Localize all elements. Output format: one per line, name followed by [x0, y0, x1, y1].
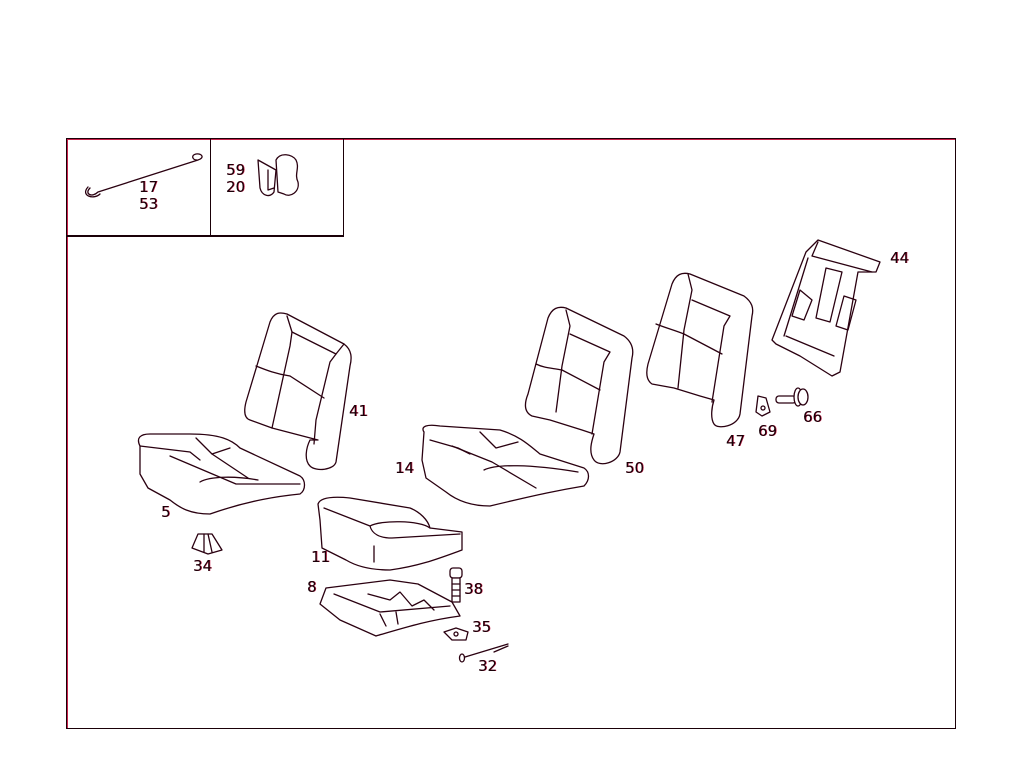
speed-nut-icon: [755, 395, 771, 417]
clip-nut-icon: [443, 627, 469, 641]
seat-backrest-left-icon: [244, 312, 352, 471]
clip-icon: [257, 154, 299, 197]
part-label-69: 69: [758, 422, 778, 440]
seat-cushion-center-icon: [421, 424, 590, 507]
part-label-11: 11: [311, 548, 331, 566]
part-label-20: 20: [226, 178, 246, 196]
wire-hook-icon: [85, 153, 203, 198]
seat-cushion-left-icon: [137, 433, 306, 515]
inset-panel-wire-hook: [66, 138, 211, 237]
pin-icon: [458, 643, 509, 663]
seat-backrest-right-icon: [646, 272, 754, 428]
seat-backrest-center-icon: [524, 306, 634, 465]
flange-screw-icon: [775, 387, 809, 407]
cone-buffer-icon: [191, 533, 223, 555]
cushion-pad-icon: [317, 496, 463, 571]
part-label-66: 66: [803, 408, 823, 426]
part-label-32: 32: [478, 657, 498, 675]
part-label-41: 41: [349, 402, 369, 420]
diagram-frame: [66, 138, 956, 729]
part-label-53: 53: [139, 195, 159, 213]
seat-pan-frame-icon: [319, 579, 461, 637]
inset-panel-clip: [210, 138, 344, 237]
part-label-59: 59: [226, 161, 246, 179]
part-label-35: 35: [472, 618, 492, 636]
part-label-8: 8: [307, 578, 317, 596]
part-label-5: 5: [161, 503, 171, 521]
part-label-14: 14: [395, 459, 415, 477]
backrest-frame-icon: [771, 239, 881, 377]
part-label-47: 47: [726, 432, 746, 450]
part-label-34: 34: [193, 557, 213, 575]
part-label-38: 38: [464, 580, 484, 598]
bolt-icon: [449, 567, 463, 603]
part-label-44: 44: [890, 249, 910, 267]
part-label-17: 17: [139, 178, 159, 196]
part-label-50: 50: [625, 459, 645, 477]
